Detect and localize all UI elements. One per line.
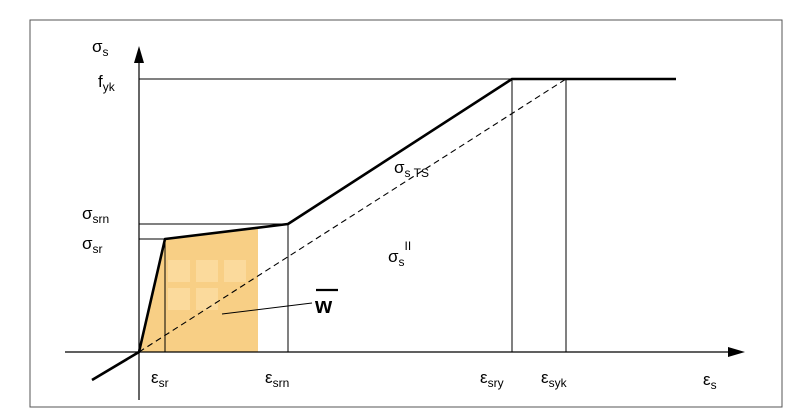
energy-area bbox=[139, 229, 258, 352]
sigma-srn-label: σsrn bbox=[82, 204, 109, 226]
tension-stiffening-curve bbox=[91, 77, 676, 382]
eps-syk-label: εsyk bbox=[541, 368, 568, 390]
sigma-sr-label: σsr bbox=[82, 234, 103, 256]
w-leader-line bbox=[221, 302, 313, 315]
diagram-frame bbox=[29, 19, 783, 408]
area-texture bbox=[168, 260, 246, 310]
bare-steel-dashed-line bbox=[138, 78, 567, 353]
sigma-s-ts-label: σs TS bbox=[394, 158, 429, 180]
w-label: w bbox=[314, 293, 333, 318]
eps-sr-label: εsr bbox=[151, 368, 169, 390]
y-axis-arrow-icon bbox=[134, 46, 144, 63]
eps-sry-label: εsry bbox=[480, 368, 504, 390]
x-axis-label: εs bbox=[703, 370, 717, 392]
sigma-s-ii-label: σsII bbox=[388, 239, 411, 269]
x-axis-arrow-icon bbox=[728, 347, 745, 357]
y-axis-label: σs bbox=[92, 37, 109, 59]
fyk-label: fyk bbox=[98, 72, 116, 94]
eps-srn-label: εsrn bbox=[265, 368, 289, 390]
